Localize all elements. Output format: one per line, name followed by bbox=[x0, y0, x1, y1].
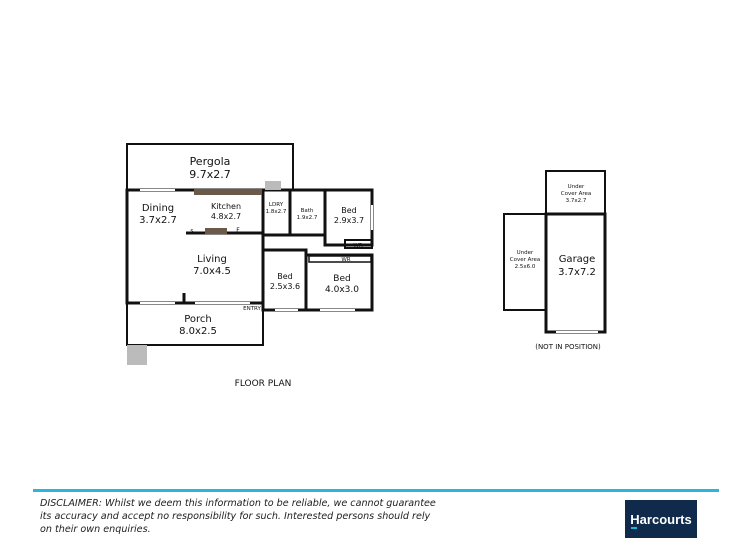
disclaimer-text: DISCLAIMER: Whilst we deem this informat… bbox=[40, 498, 436, 535]
room-name: Bath bbox=[301, 208, 314, 214]
wr1-box bbox=[344, 239, 373, 249]
room-size: 8.0x2.5 bbox=[179, 326, 217, 337]
room-name: LDRY bbox=[269, 202, 284, 208]
room-name: Dining bbox=[142, 203, 174, 214]
room-name: Kitchen bbox=[211, 202, 241, 211]
room-size: 9.7x2.7 bbox=[189, 168, 231, 181]
room-name: Bed bbox=[277, 272, 293, 281]
porch-steps bbox=[127, 345, 147, 365]
room-size: 2.5x3.6 bbox=[270, 282, 300, 291]
undercover-size: 3.7x2.7 bbox=[566, 198, 587, 204]
wr-label: WR bbox=[353, 243, 362, 249]
wr2-strip bbox=[308, 255, 372, 263]
undercover-line1: Under bbox=[568, 184, 585, 190]
room-name: Pergola bbox=[190, 155, 231, 168]
room-size: 4.8x2.7 bbox=[211, 212, 241, 221]
undercover-size: 2.5x6.0 bbox=[515, 264, 536, 270]
room-name: Porch bbox=[184, 314, 212, 325]
room-size: 7.0x4.5 bbox=[193, 266, 231, 277]
chimney bbox=[265, 181, 281, 190]
room-name: Living bbox=[197, 254, 227, 265]
room-name: Garage bbox=[559, 254, 596, 265]
room-size: 3.7x2.7 bbox=[139, 215, 177, 226]
room-size: 1.8x2.7 bbox=[266, 209, 287, 215]
storage-label: S bbox=[190, 229, 193, 235]
entry-label: ENTRY bbox=[243, 306, 261, 312]
room-size: 3.7x7.2 bbox=[558, 267, 596, 278]
plan-title: FLOOR PLAN bbox=[235, 379, 292, 389]
room-name: Bed bbox=[333, 274, 350, 284]
footer-rule bbox=[33, 489, 719, 492]
undercover-line2: Cover Area bbox=[510, 257, 541, 263]
undercover-line1: Under bbox=[517, 250, 534, 256]
undercover-line2: Cover Area bbox=[561, 191, 592, 197]
room-size: 2.9x3.7 bbox=[334, 216, 364, 225]
logo-text: Harcourts bbox=[630, 511, 692, 527]
wr-label: WR bbox=[341, 257, 350, 263]
harcourts-logo: Harcourts bbox=[625, 500, 697, 538]
room-size: 1.9x2.7 bbox=[297, 215, 318, 221]
room-name: Bed bbox=[341, 206, 357, 215]
kitchen-island bbox=[205, 228, 227, 234]
room-size: 4.0x3.0 bbox=[325, 285, 359, 295]
garage-note: (NOT IN POSITION) bbox=[535, 343, 601, 351]
fridge-label: F bbox=[236, 227, 240, 234]
kitchen-bench-top bbox=[194, 189, 262, 195]
logo-underline bbox=[631, 527, 637, 529]
